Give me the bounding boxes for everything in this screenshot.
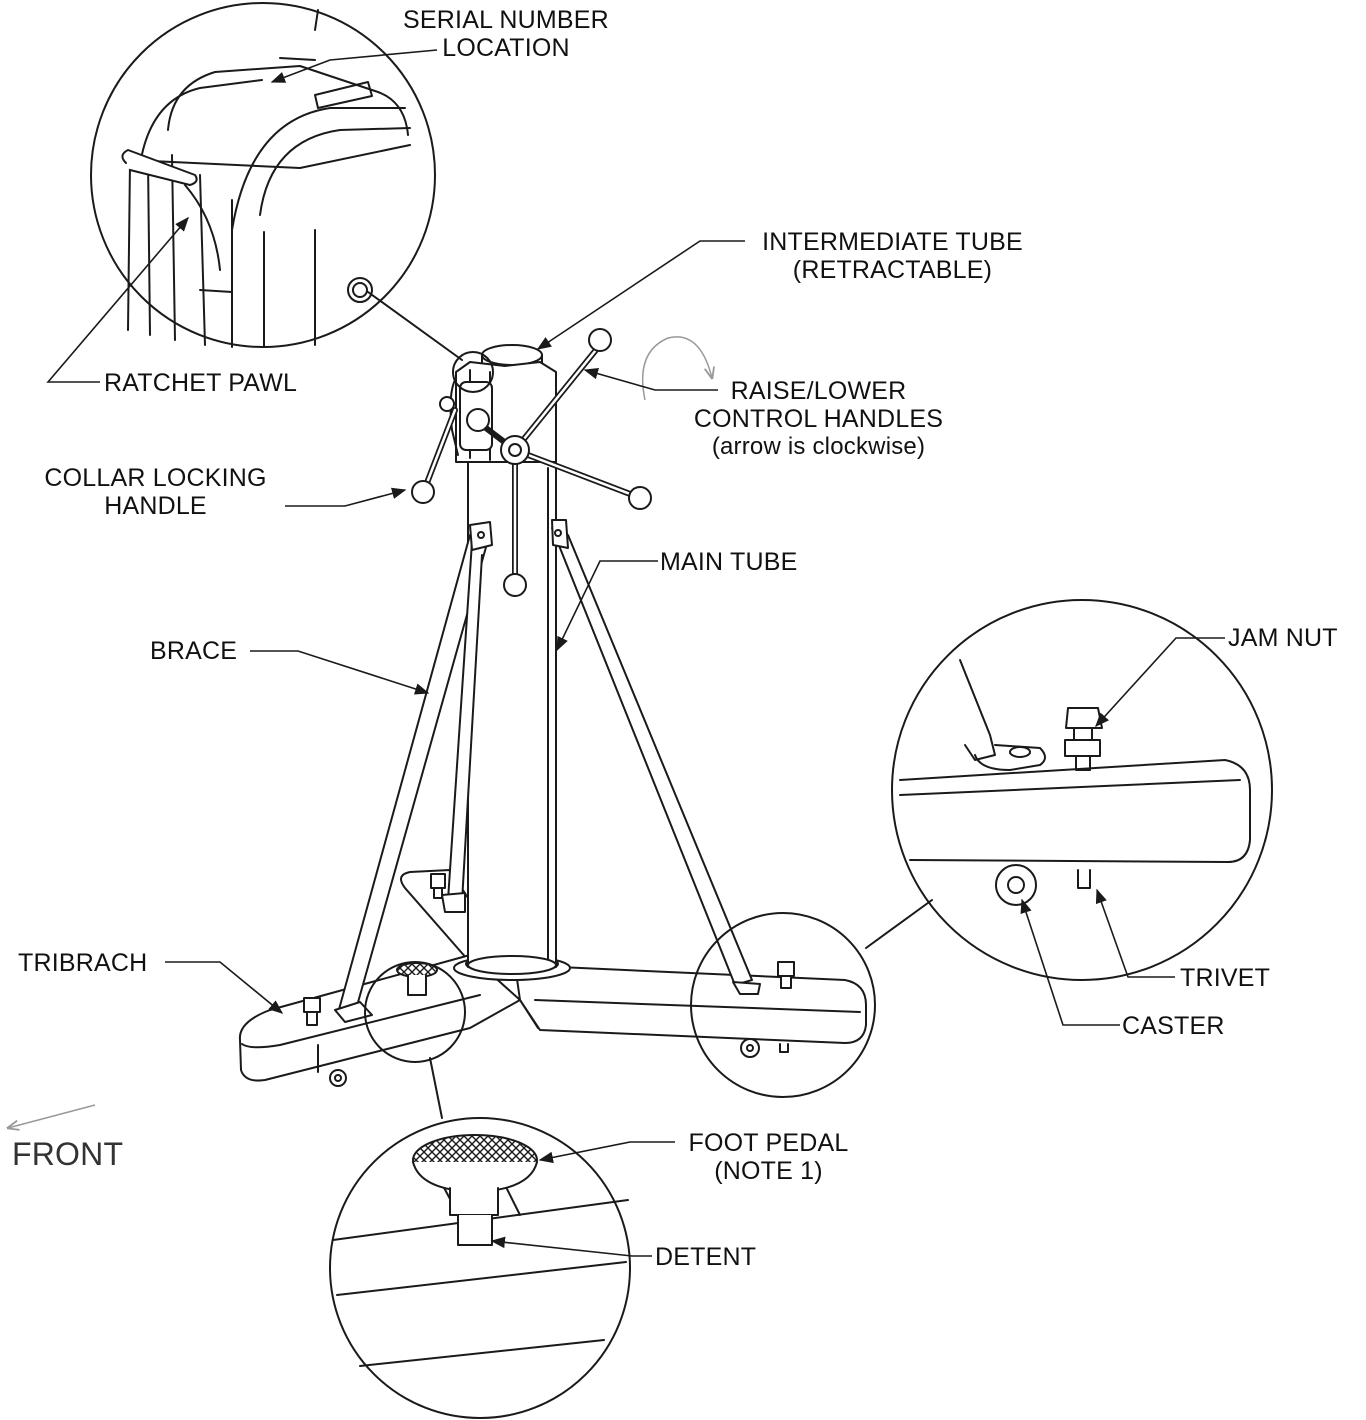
base-bolts xyxy=(303,873,795,1026)
label-intermediate-tube-line2: (RETRACTABLE) xyxy=(792,256,993,284)
label-raise-lower-line2: CONTROL HANDLES xyxy=(693,405,944,433)
label-foot-pedal-line1: FOOT PEDAL xyxy=(688,1129,849,1157)
clockwise-arrow-icon xyxy=(641,336,712,401)
detail-foot-pedal xyxy=(329,961,631,1419)
label-caster: CASTER xyxy=(1122,1012,1225,1040)
label-raise-lower-line3: (arrow is clockwise) xyxy=(711,433,926,460)
detail-serial-number xyxy=(90,2,494,393)
label-raise-lower-line1: RAISE/LOWER xyxy=(730,377,907,405)
label-detent: DETENT xyxy=(655,1243,757,1271)
label-serial-number: SERIAL NUMBER LOCATION xyxy=(386,6,626,62)
control-handles xyxy=(466,328,652,597)
label-intermediate-tube-line1: INTERMEDIATE TUBE xyxy=(762,228,1023,256)
label-main-tube: MAIN TUBE xyxy=(660,548,798,576)
label-trivet: TRIVET xyxy=(1180,964,1271,992)
label-foot-pedal: FOOT PEDAL (NOTE 1) xyxy=(676,1129,861,1185)
label-collar-locking: COLLAR LOCKING HANDLE xyxy=(28,464,283,520)
front-arrow-icon xyxy=(8,1104,96,1128)
label-front: FRONT xyxy=(12,1136,124,1172)
leader-lines xyxy=(46,49,1225,1257)
braces xyxy=(334,519,761,1023)
label-serial-number-line1: SERIAL NUMBER xyxy=(403,6,609,34)
base-foot-pedal xyxy=(396,962,438,996)
label-foot-pedal-line2: (NOTE 1) xyxy=(714,1157,823,1185)
base-casters xyxy=(329,1038,789,1087)
collar-locking-handle xyxy=(411,396,458,504)
label-tribrach: TRIBRACH xyxy=(18,949,148,977)
label-collar-locking-line1: COLLAR LOCKING xyxy=(44,464,267,492)
label-serial-number-line2: LOCATION xyxy=(442,34,570,62)
label-collar-locking-line2: HANDLE xyxy=(104,492,207,520)
label-ratchet-pawl: RATCHET PAWL xyxy=(104,369,298,397)
label-jam-nut: JAM NUT xyxy=(1228,624,1338,652)
label-brace: BRACE xyxy=(150,637,238,665)
intermediate-tube xyxy=(449,344,557,463)
detail-jam-nut xyxy=(690,599,1273,1098)
label-raise-lower: RAISE/LOWER CONTROL HANDLES (arrow is cl… xyxy=(676,377,961,461)
label-intermediate-tube: INTERMEDIATE TUBE (RETRACTABLE) xyxy=(745,228,1040,284)
